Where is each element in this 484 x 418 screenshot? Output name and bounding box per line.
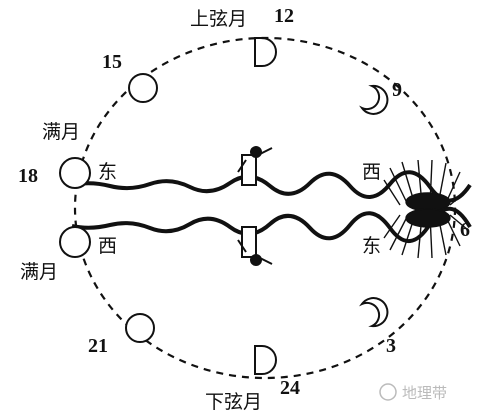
hour-6: 6 xyxy=(460,219,470,241)
moon-first-quarter-icon xyxy=(254,37,277,67)
observer-lower xyxy=(237,226,273,266)
hour-21: 21 xyxy=(88,335,108,357)
label-west-bottom: 西 xyxy=(98,235,117,257)
hour-18: 18 xyxy=(18,165,38,187)
label-east-bottom: 东 xyxy=(362,235,381,257)
label-last-quarter: 下弦月 xyxy=(205,391,262,413)
label-east-top: 东 xyxy=(98,161,117,183)
horizon-upper xyxy=(71,170,472,203)
label-full-moon-bottom: 满月 xyxy=(20,261,58,283)
horizon-lower xyxy=(71,206,472,243)
moon-full-upper-icon xyxy=(59,157,91,189)
sun-icon xyxy=(383,159,469,259)
label-west-top: 西 xyxy=(362,161,381,183)
hour-3: 3 xyxy=(386,335,396,357)
hour-9: 9 xyxy=(392,79,402,101)
hour-12: 12 xyxy=(274,5,294,27)
moon-crescent-9-icon xyxy=(359,84,389,115)
label-full-moon-top: 满月 xyxy=(42,121,80,143)
hour-15: 15 xyxy=(102,51,122,73)
moon-gibbous-15-icon xyxy=(128,73,158,103)
observer-upper xyxy=(237,146,273,186)
moon-crescent-3-icon xyxy=(359,297,389,328)
hour-24: 24 xyxy=(280,377,300,399)
watermark: 地理带 xyxy=(379,383,447,402)
moon-full-lower-icon xyxy=(59,226,91,258)
watermark-text: 地理带 xyxy=(402,384,447,402)
moon-gibbous-21-icon xyxy=(125,313,155,343)
label-first-quarter: 上弦月 xyxy=(190,8,247,30)
moon-last-quarter-icon xyxy=(254,345,277,375)
